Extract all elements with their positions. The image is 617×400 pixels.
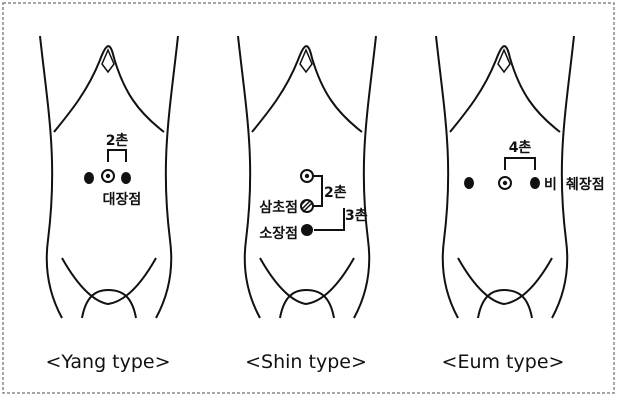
inguinal-line [260,258,354,304]
torso-outline-right [156,36,178,318]
point-label-spleen: 비 [544,177,557,193]
distance-label-a: 2촌 [324,185,347,201]
caption-yang: <Yang type> [45,351,170,373]
caption-shin: <Shin type> [245,351,367,373]
point-marker [464,177,474,189]
point-marker [530,177,540,189]
navel-center [503,181,507,185]
navel-center [305,174,309,178]
distance-bracket-inner [314,176,322,206]
caption-eum: <Eum type> [442,351,565,373]
point-label-pancreas: 췌장점 [566,176,605,193]
navel-center [106,174,110,178]
distance-label-b: 3촌 [345,208,368,224]
point-label-triple-heater: 삼초점 [259,199,298,216]
inguinal-line [62,258,156,304]
point-marker [84,172,94,184]
distance-label: 2촌 [106,133,129,149]
torso-outline-left [238,36,260,318]
inguinal-line [458,258,552,304]
torso-outline-left [436,36,458,318]
point-marker [121,172,131,184]
torso-outline-right [354,36,376,318]
distance-bracket [108,150,126,162]
points-shin: 2촌 3촌 삼초점 소장점 [259,170,367,242]
points-eum: 4촌 비 췌장점 [464,140,605,193]
point-label-small-intestine: 소장점 [259,225,298,242]
points-yang: 2촌 대장점 [84,133,141,208]
point-marker [301,224,313,236]
point-marker-hatched [301,200,313,212]
distance-label: 4촌 [509,140,532,156]
ribcage-arch [54,46,164,132]
point-label-large-intestine: 대장점 [103,191,142,208]
distance-bracket-outer [314,208,344,230]
ribcage-arch [252,46,362,132]
distance-bracket [505,158,535,170]
torso-outline-left [40,36,62,318]
ribcage-arch [450,46,560,132]
outer-border [3,3,614,393]
